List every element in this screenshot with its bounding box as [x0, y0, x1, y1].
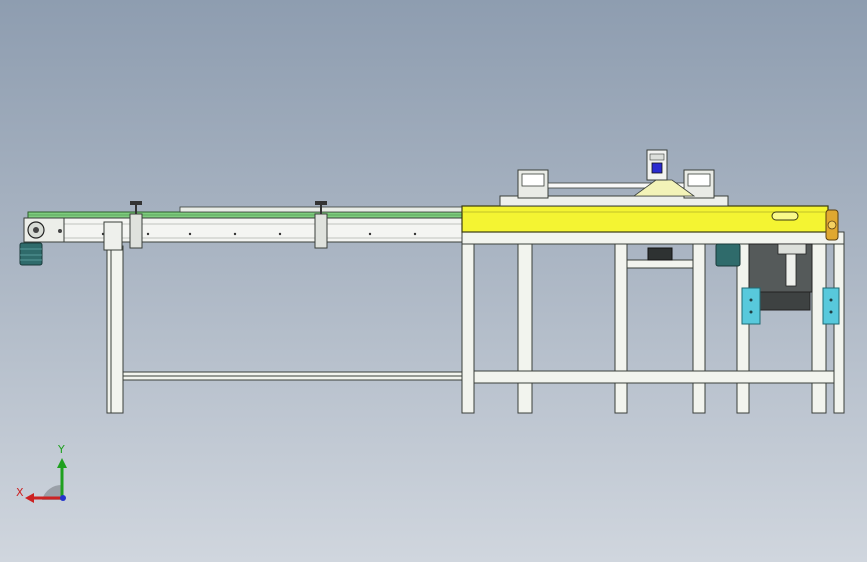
pulley-screw: [58, 229, 62, 233]
guide-bracket-right[interactable]: [314, 201, 328, 249]
table-leg: [833, 243, 845, 414]
stand-leg-left: [106, 245, 124, 414]
bolt: [146, 232, 150, 236]
sensor-block-right: [822, 287, 840, 325]
clamp-knob: [315, 201, 327, 205]
camera-cap: [649, 153, 665, 161]
axis-z-dot: [60, 495, 66, 501]
cross-rod: [547, 182, 685, 189]
table-leg: [517, 243, 533, 414]
cabinet-cap: [777, 243, 807, 255]
long-conveyor[interactable]: [19, 201, 464, 266]
table-slot: [771, 211, 799, 221]
table-leg: [811, 243, 827, 414]
drive-motor-right: [715, 243, 741, 267]
clamp-knob: [130, 201, 142, 205]
camera-lens: [651, 162, 663, 174]
bolt: [368, 232, 372, 236]
guide-bracket-left[interactable]: [103, 201, 143, 251]
light-cone: [632, 179, 696, 197]
work-table[interactable]: [461, 205, 839, 241]
lower-cabinet: [748, 243, 813, 311]
bracket-plate: [103, 221, 123, 251]
inner-crossbar: [626, 259, 694, 269]
frame-bolts: [101, 232, 417, 236]
sensor-block-left: [741, 287, 761, 325]
inspection-unit[interactable]: [499, 149, 729, 207]
bolt: [413, 232, 417, 236]
table-leg: [461, 243, 475, 414]
table-leg: [614, 243, 628, 414]
table-crossbar-low: [473, 370, 835, 384]
cabinet-bottom: [759, 291, 811, 311]
axis-y-head: [57, 458, 67, 468]
bolt: [278, 232, 282, 236]
end-cap-bolt: [827, 220, 837, 230]
axis-y-label: Y: [58, 443, 65, 456]
table-leg: [736, 243, 750, 414]
bolt: [233, 232, 237, 236]
clamp-window-left: [521, 173, 545, 187]
sensor-dot: [829, 310, 833, 314]
table-leg: [692, 243, 706, 414]
axis-x-head: [25, 493, 34, 503]
bracket-clamp: [129, 213, 143, 249]
sensor-dot: [749, 298, 753, 302]
drive-motor-left: [19, 242, 43, 266]
table-frame: [461, 231, 845, 414]
sensor-blocks: [741, 287, 840, 325]
inspection-base: [499, 195, 729, 207]
sensor-dot: [829, 298, 833, 302]
control-box: [647, 247, 673, 261]
triad-plane: [42, 484, 62, 500]
axis-triad: [25, 458, 67, 503]
clamp-window-right: [687, 173, 711, 187]
table-crossbar-top: [461, 231, 845, 245]
bolt: [188, 232, 192, 236]
pulley-hub: [33, 227, 39, 233]
bracket-clamp: [314, 213, 328, 249]
conveyor-frame: [27, 217, 464, 243]
axis-x-label: X: [16, 486, 24, 499]
cabinet-post: [785, 251, 797, 287]
conveyor-stand: [106, 245, 464, 414]
sensor-dot: [749, 310, 753, 314]
